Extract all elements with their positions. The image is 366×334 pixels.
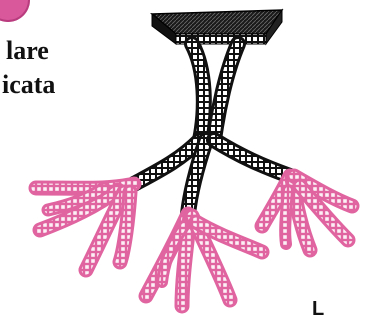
secretory-tubules-left <box>36 184 134 270</box>
surface-epithelium <box>152 10 282 44</box>
excretory-duct <box>134 44 290 214</box>
secretory-tubules-middle <box>146 214 262 306</box>
secretory-tubules-right <box>262 176 352 250</box>
panel-letter: L <box>312 298 324 321</box>
